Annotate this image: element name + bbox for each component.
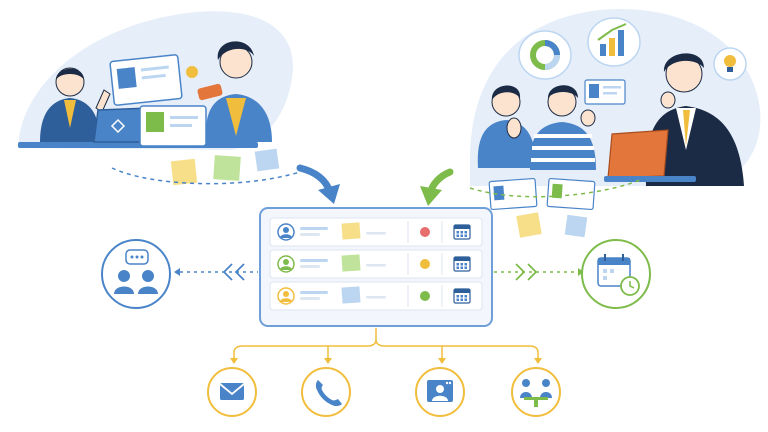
text-line bbox=[300, 259, 328, 262]
avatar-head bbox=[283, 259, 289, 265]
status-dot bbox=[420, 291, 430, 301]
video-call-icon[interactable] bbox=[415, 367, 465, 417]
communication-channels bbox=[207, 367, 561, 417]
crm-panel[interactable] bbox=[259, 207, 493, 327]
calendar-cell bbox=[464, 295, 467, 298]
text-line bbox=[366, 296, 386, 299]
right-incoming-arrowhead bbox=[420, 186, 442, 206]
calendar-cell bbox=[464, 266, 467, 269]
floating-notes bbox=[170, 148, 596, 238]
sticky-note-icon bbox=[341, 222, 361, 240]
calendar-header bbox=[454, 257, 470, 261]
sticky-note-icon bbox=[341, 286, 361, 304]
status-dot bbox=[420, 227, 430, 237]
text-line bbox=[300, 291, 328, 294]
calendar-cell bbox=[456, 263, 459, 266]
man-with-phone bbox=[197, 41, 272, 142]
text-line bbox=[366, 264, 386, 267]
person-clapping bbox=[477, 85, 536, 168]
panel-row[interactable] bbox=[269, 281, 483, 311]
calendar-header bbox=[454, 225, 470, 229]
text-line bbox=[300, 227, 328, 230]
panel-rows bbox=[269, 217, 483, 311]
lightbulb-icon bbox=[713, 47, 747, 81]
calendar-cell bbox=[460, 263, 463, 266]
calendar-cell bbox=[464, 298, 467, 301]
profile-card-small bbox=[584, 79, 626, 105]
calendar-cell bbox=[464, 231, 467, 234]
mail-icon[interactable] bbox=[207, 367, 257, 417]
bottom-connectors bbox=[230, 328, 542, 364]
calendar-cell bbox=[464, 234, 467, 237]
calendar-clock-icon[interactable] bbox=[581, 239, 651, 309]
profile-card-green bbox=[139, 105, 207, 147]
right-scene bbox=[470, 8, 761, 186]
left-desk bbox=[18, 142, 258, 148]
sticky-note-yellow-right bbox=[516, 212, 542, 238]
person-striped-shirt bbox=[529, 85, 596, 170]
profile-card-blue bbox=[109, 54, 183, 106]
sticky-note-icon bbox=[341, 254, 361, 272]
sticky-note-blue bbox=[254, 148, 280, 172]
avatar-body bbox=[280, 234, 292, 238]
calendar-cell bbox=[460, 298, 463, 301]
mini-profile-card-blue bbox=[488, 177, 538, 211]
mini-profile-card-green bbox=[546, 177, 596, 211]
phone-icon[interactable] bbox=[301, 367, 351, 417]
left-flow-curve bbox=[111, 167, 301, 185]
avatar-body bbox=[280, 298, 292, 302]
calendar-cell bbox=[460, 231, 463, 234]
sticky-note-green bbox=[213, 155, 241, 181]
orange-laptop-icon bbox=[604, 129, 696, 182]
donut-chart-bubble bbox=[518, 30, 572, 80]
avatar-body bbox=[280, 266, 292, 270]
team-chat-icon[interactable] bbox=[101, 239, 171, 309]
avatar-head bbox=[283, 227, 289, 233]
text-line bbox=[300, 233, 320, 236]
right-flow-curve bbox=[469, 179, 641, 198]
calendar-cell bbox=[456, 266, 459, 269]
calendar-cell bbox=[460, 234, 463, 237]
text-line bbox=[366, 232, 386, 235]
text-line bbox=[300, 265, 320, 268]
calendar-cell bbox=[460, 295, 463, 298]
calendar-cell bbox=[456, 298, 459, 301]
calendar-header bbox=[454, 289, 470, 293]
sticky-note-yellow bbox=[170, 158, 198, 186]
calendar-cell bbox=[460, 266, 463, 269]
panel-row[interactable] bbox=[269, 249, 483, 279]
calendar-cell bbox=[464, 263, 467, 266]
status-dot bbox=[420, 259, 430, 269]
panel-row[interactable] bbox=[269, 217, 483, 247]
businessman-thinking bbox=[645, 53, 744, 186]
left-dashed-connector bbox=[174, 263, 258, 281]
sun-icon bbox=[186, 66, 198, 78]
man-with-laptop bbox=[40, 67, 111, 142]
avatar-head bbox=[283, 291, 289, 297]
left-scene bbox=[18, 11, 294, 150]
right-dashed-connector bbox=[494, 263, 584, 281]
calendar-cell bbox=[456, 295, 459, 298]
bar-chart-bubble bbox=[587, 17, 641, 67]
text-line bbox=[300, 297, 320, 300]
left-incoming-arrowhead bbox=[318, 184, 340, 204]
calendar-cell bbox=[456, 234, 459, 237]
calendar-cell bbox=[456, 231, 459, 234]
sticky-note-blue-right bbox=[564, 214, 588, 238]
meeting-icon[interactable] bbox=[511, 367, 561, 417]
